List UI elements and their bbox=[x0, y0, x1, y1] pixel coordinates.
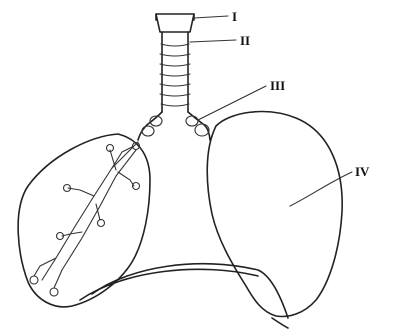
label-I: I bbox=[232, 9, 237, 24]
bronchi bbox=[138, 112, 210, 140]
pointer-I bbox=[194, 16, 228, 18]
trachea bbox=[160, 32, 190, 112]
label-IV: IV bbox=[355, 164, 370, 179]
pointer-III bbox=[198, 86, 266, 120]
diaphragm bbox=[80, 264, 288, 328]
label-III: III bbox=[270, 78, 285, 93]
label-II: II bbox=[240, 33, 250, 48]
pointer-II bbox=[190, 40, 236, 42]
larynx bbox=[156, 14, 194, 32]
lung-left-side bbox=[18, 134, 150, 307]
pointer-lines bbox=[190, 16, 352, 206]
